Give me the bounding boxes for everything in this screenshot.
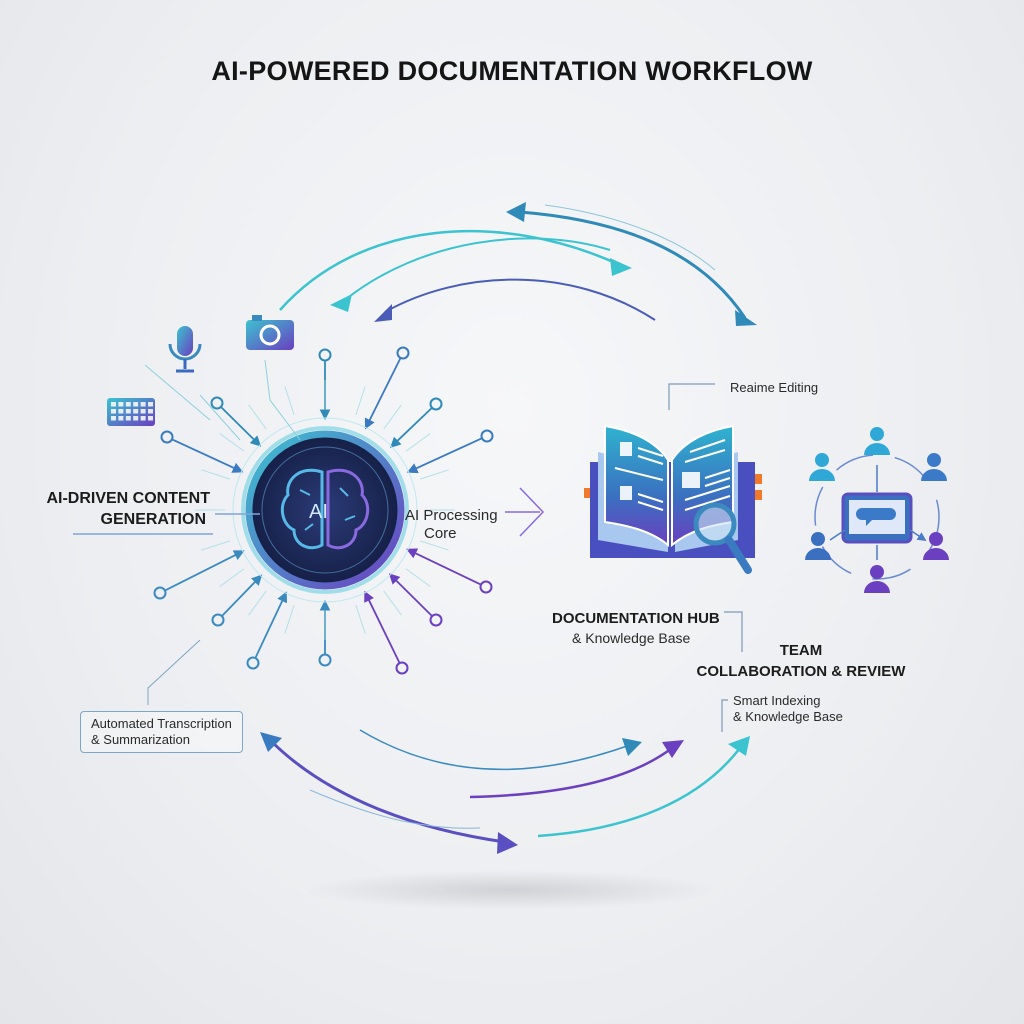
node-dot	[211, 613, 225, 627]
arrowhead-icon	[260, 732, 282, 752]
arrowhead-icon	[622, 738, 642, 756]
node-dot	[480, 429, 494, 443]
camera-icon	[246, 315, 294, 350]
team-network-icon	[805, 427, 949, 593]
transcription-box: Automated Transcription & Summarization	[80, 711, 243, 753]
arrowhead-icon	[330, 294, 352, 312]
label-line: TEAM	[779, 642, 823, 659]
realtime-editing-label: Reaime Editing	[730, 380, 819, 395]
label-line: GENERATION	[100, 511, 206, 528]
brain-ai-text: AI	[309, 501, 328, 523]
node-dot	[396, 346, 410, 360]
label-line: AI-DRIVEN CONTENT	[46, 490, 210, 507]
label-line: & Summarization	[91, 732, 190, 747]
ai-core-label: AI Processing Core	[405, 507, 498, 543]
arrowhead-icon	[735, 310, 757, 326]
person-icon	[805, 532, 831, 560]
node-dot	[246, 656, 260, 670]
label-line: & Knowledge Base	[733, 709, 843, 724]
arc-purple	[268, 738, 506, 844]
ai-core	[232, 417, 418, 603]
bottom-arrows	[260, 729, 750, 854]
arrowhead-icon	[506, 202, 526, 222]
core-spokes	[153, 346, 494, 675]
node-dot	[429, 397, 443, 411]
spoke-arrow	[254, 591, 288, 658]
node-dot	[318, 348, 332, 362]
arc-teal-3	[537, 747, 741, 838]
label-line: Smart Indexing	[733, 693, 821, 708]
arrowhead-icon	[728, 736, 750, 756]
spoke-arrow	[406, 548, 481, 586]
arc-teal	[279, 229, 621, 311]
node-dot	[153, 586, 167, 600]
team-collaboration-label: TEAM COLLABORATION & REVIEW	[696, 640, 906, 682]
arc-blue	[519, 210, 747, 319]
documentation-hub-label: DOCUMENTATION HUB & Knowledge Base	[552, 608, 720, 647]
label-line: Core	[424, 525, 457, 542]
node-dot	[160, 430, 174, 444]
node-dot	[395, 661, 409, 675]
chevron-right-icon	[505, 487, 545, 537]
spoke-arrow	[388, 573, 433, 617]
arc-blue-2	[359, 729, 631, 771]
label-line: DOCUMENTATION HUB	[552, 610, 720, 627]
person-icon	[864, 427, 890, 455]
spoke-arrow	[389, 407, 433, 448]
person-icon	[809, 453, 835, 481]
spoke-arrow	[164, 550, 245, 592]
spoke-arrow	[364, 357, 402, 430]
spoke-arrow	[221, 574, 263, 617]
node-dot	[318, 653, 332, 667]
brain-icon	[280, 468, 370, 550]
node-dot	[210, 396, 224, 410]
label-line: COLLABORATION & REVIEW	[696, 663, 906, 680]
microphone-icon	[168, 326, 202, 373]
top-arrows	[279, 202, 757, 326]
open-book-icon	[584, 424, 762, 574]
keyboard-icon	[107, 398, 155, 426]
arrowhead-icon	[497, 832, 518, 854]
label-line: Automated Transcription	[91, 716, 232, 731]
floor-shadow	[300, 870, 720, 910]
arrowhead-icon	[662, 740, 684, 758]
person-icon	[921, 453, 947, 481]
person-icon	[864, 565, 890, 593]
arc-purple-2	[469, 747, 673, 799]
spoke-arrow	[406, 437, 482, 474]
smart-indexing-label: Smart Indexing & Knowledge Base	[733, 693, 843, 725]
content-generation-label: AI-DRIVEN CONTENT GENERATION	[46, 488, 210, 530]
spoke-arrow	[220, 406, 262, 447]
arrowhead-icon	[610, 258, 632, 276]
arc-indigo	[384, 278, 656, 321]
arrowhead-icon	[374, 304, 392, 322]
spoke-arrow	[364, 590, 401, 664]
node-dot	[429, 613, 443, 627]
arc-teal-2	[344, 237, 611, 301]
label-line: & Knowledge Base	[572, 630, 691, 646]
page-title: AI-POWERED DOCUMENTATION WORKFLOW	[211, 56, 813, 86]
spoke-arrow	[172, 438, 244, 473]
label-line: AI Processing	[405, 507, 498, 524]
node-dot	[479, 580, 493, 594]
person-icon	[923, 532, 949, 560]
